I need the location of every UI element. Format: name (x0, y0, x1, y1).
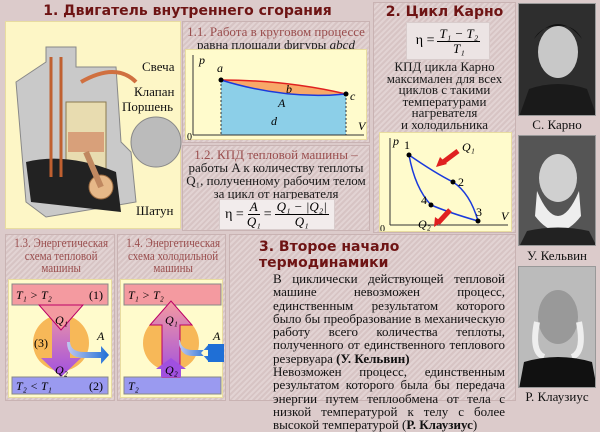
efficiency-line: работы A к количеству теплоты (188, 160, 364, 175)
point-4: 4 (421, 193, 427, 207)
heat-engine-work: A (96, 329, 105, 343)
work-plot: p V 0 a b c d A (185, 49, 367, 143)
label-spark: Свеча (142, 59, 175, 74)
label-piston: Поршень (122, 99, 174, 114)
label-valve: Клапан (134, 84, 175, 99)
carnot-text: нагревателя (411, 105, 478, 120)
fridge-diagram: T₁ > T₂ T₂ Q₁ Q₂ A (120, 279, 224, 398)
fridge-q1: Q₁ (165, 313, 178, 327)
section3-title: 3. Второе начало термодинамики (259, 239, 400, 271)
clausius-attribution: Р. Клаузиус (406, 417, 473, 432)
portrait-clausius (518, 266, 596, 388)
heat-engine-q2: Q₂ (55, 363, 68, 377)
area-A: A (277, 96, 286, 110)
clausius-statement: Невозможен процесс, единственным результ… (273, 364, 505, 432)
fridge-heading: 1.4. Энергетическая схема холодильной ма… (126, 235, 221, 275)
portrait-carnot (518, 3, 596, 116)
carnot-xlabel: V (501, 209, 510, 223)
efficiency-line: Q₁, полученному рабочим телом (186, 173, 366, 188)
point-b: b (286, 82, 292, 96)
heat-engine-q1: Q₁ (55, 313, 68, 327)
caption-carnot: С. Карно (532, 117, 582, 132)
fridge-hot-label: T₁ > T₂ (128, 288, 164, 302)
work-xlabel: V (358, 119, 367, 133)
point-d: d (271, 114, 278, 128)
efficiency-heading: 1.2. КПД тепловой машины – (194, 147, 358, 162)
work-ylabel: p (198, 53, 205, 67)
point-3: 3 (476, 205, 482, 219)
work-origin: 0 (187, 132, 192, 141)
carnot-text: температурами (402, 93, 487, 109)
carnot-text: циклов с такими (398, 82, 491, 97)
carnot-ylabel: p (392, 134, 399, 148)
kelvin-statement: В циклически действующей тепловой машине… (273, 271, 505, 366)
carnot-q2: Q₂ (418, 217, 431, 231)
carnot-q1: Q₁ (462, 140, 475, 154)
carnot-text: максимален для всех (386, 70, 503, 86)
work-text: равна площади фигуры abcd (197, 37, 355, 52)
hot-reservoir-number: (1) (89, 288, 103, 302)
engine-illustration (5, 21, 182, 229)
point-c: c (350, 89, 356, 103)
engine-drawing (15, 46, 182, 218)
fridge-work: A (212, 329, 221, 343)
fridge-q2: Q₂ (165, 363, 178, 377)
portrait-kelvin (518, 135, 596, 246)
carnot-text: КПД цикла Карно (394, 59, 495, 74)
cold-reservoir-number: (2) (89, 379, 103, 393)
hot-reservoir-label: T₁ > T₂ (16, 288, 52, 302)
cold-reservoir-label: T₂ < T₁ (16, 379, 52, 393)
carnot-origin: 0 (380, 224, 385, 232)
efficiency-line: за цикл от нагревателя (213, 186, 339, 201)
section1-title: 1. Двигатель внутреннего сгорания (43, 3, 332, 19)
work-heading: 1.1. Работа в круговом процессе (187, 24, 365, 39)
working-body-number: (3) (34, 336, 48, 350)
heat-engine-heading: 1.3. Энергетическая схема тепловой машин… (14, 235, 109, 275)
point-2: 2 (458, 175, 464, 189)
fridge-cold-label: T₂ (128, 379, 139, 393)
point-a: a (217, 61, 223, 75)
caption-kelvin: У. Кельвин (527, 248, 587, 263)
label-rod: Шатун (136, 203, 174, 218)
carnot-plot: p V 0 1 2 3 4 Q₁ Q₂ (379, 132, 512, 232)
point-1: 1 (404, 138, 410, 152)
kelvin-attribution: (У. Кельвин) (336, 350, 410, 366)
carnot-text: и холодильника (401, 116, 488, 132)
heat-engine-diagram: T₁ > T₂ (1) T₂ < T₁ (2) (3) Q₁ Q₂ A (8, 279, 112, 398)
caption-clausius: Р. Клаузиус (525, 389, 589, 404)
section2-title: 2. Цикл Карно (385, 4, 504, 20)
